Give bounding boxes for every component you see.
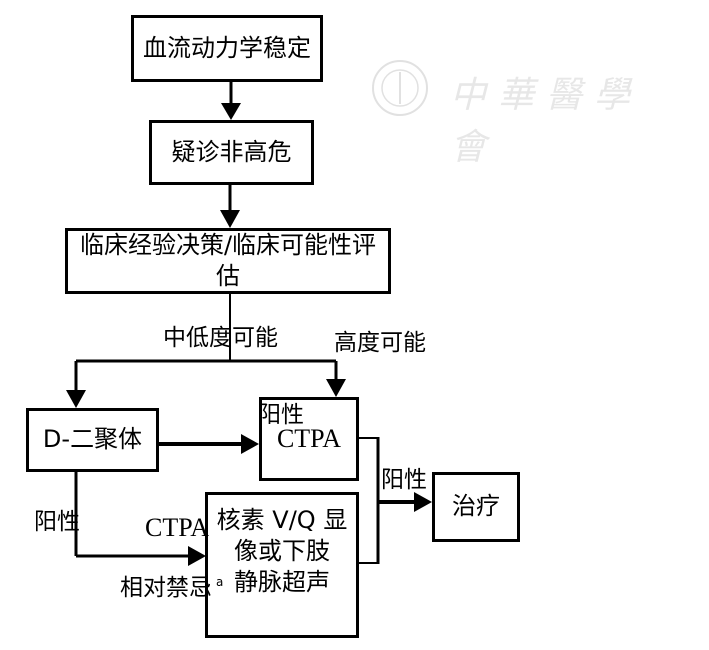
node-label-line2: 像或下肢 xyxy=(234,537,330,566)
node-clinical-assessment: 临床经验决策/临床可能性评估 xyxy=(65,228,391,294)
edge-label-high: 高度可能 xyxy=(334,330,426,356)
node-label: CTPA xyxy=(276,424,342,454)
society-seal-icon xyxy=(372,60,428,116)
arrowhead xyxy=(188,546,206,566)
node-ctpa: CTPA xyxy=(259,397,359,481)
node-treatment: 治疗 xyxy=(432,472,520,542)
edge-label-ddimer-positive: 阳性 xyxy=(258,402,304,428)
node-suspected-non-high-risk: 疑诊非高危 xyxy=(149,120,314,185)
watermark: 中華醫學會 xyxy=(365,58,665,168)
edge-label-low-moderate: 中低度可能 xyxy=(163,325,278,351)
node-label-line3: 静脉超声 xyxy=(234,568,330,597)
arrowhead xyxy=(221,103,241,120)
node-label: 疑诊非高危 xyxy=(171,137,292,166)
arrowhead xyxy=(326,379,346,397)
arrowhead xyxy=(66,390,86,408)
arrowhead xyxy=(220,210,240,228)
node-hemodynamic-stable: 血流动力学稳定 xyxy=(131,15,323,82)
arrowhead xyxy=(414,492,432,512)
contraindication-text: 相对禁忌 xyxy=(120,575,212,601)
arrowhead xyxy=(241,434,259,454)
node-label: 临床经验决策/临床可能性评估 xyxy=(79,230,377,290)
node-label-line1: 核素 V/Q 显 xyxy=(216,506,348,534)
edge-label-ddimer-down-positive: 阳性 xyxy=(34,509,80,535)
node-d-dimer: D-二聚体 xyxy=(26,408,159,472)
node-vq-or-ultrasound: 核素 V/Q 显 像或下肢 静脉超声 xyxy=(205,492,359,638)
edge-label-to-treatment-positive: 阳性 xyxy=(381,467,427,493)
node-label: 血流动力学稳定 xyxy=(143,33,311,62)
node-label: 治疗 xyxy=(452,492,500,521)
node-label: D-二聚体 xyxy=(42,425,143,454)
edge-label-ctpa: CTPA xyxy=(145,513,210,542)
footnote-marker: a xyxy=(216,575,224,590)
edge-label-relative-contraindication: 相对禁忌 a xyxy=(120,568,223,602)
watermark-text: 中華醫學會 xyxy=(450,75,643,168)
